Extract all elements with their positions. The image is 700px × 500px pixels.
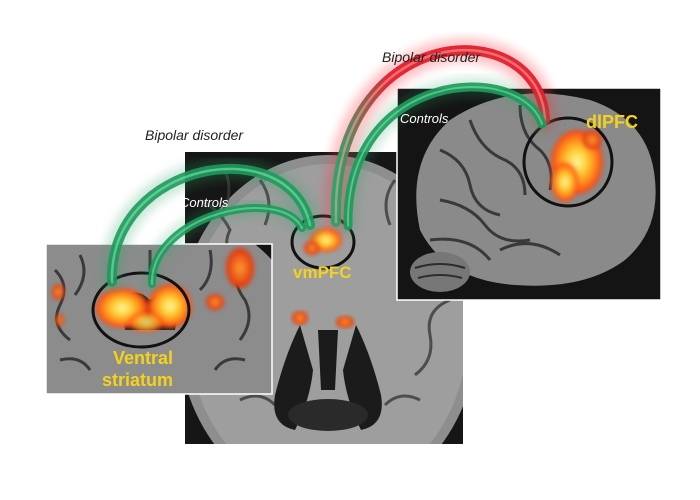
ventral-label-line2: striatum [102,370,173,390]
vmpfc-label: vmPFC [293,263,352,282]
sagittal-brain-slice [396,87,662,301]
controls-label-left: Controls [180,195,229,210]
connection-arcs [100,38,557,293]
dlpfc-label: dlPFC [586,112,638,132]
ventral-label-line1: Ventral [113,348,173,368]
vmpfc-region-circle [290,214,356,270]
dlpfc-region-circle [522,116,614,208]
vmpfc-activation [290,214,356,270]
striatum-region-circle [91,271,191,349]
bipolar-label-right: Bipolar disorder [382,49,481,65]
bipolar-label-left: Bipolar disorder [145,127,244,143]
controls-label-right: Controls [400,111,449,126]
